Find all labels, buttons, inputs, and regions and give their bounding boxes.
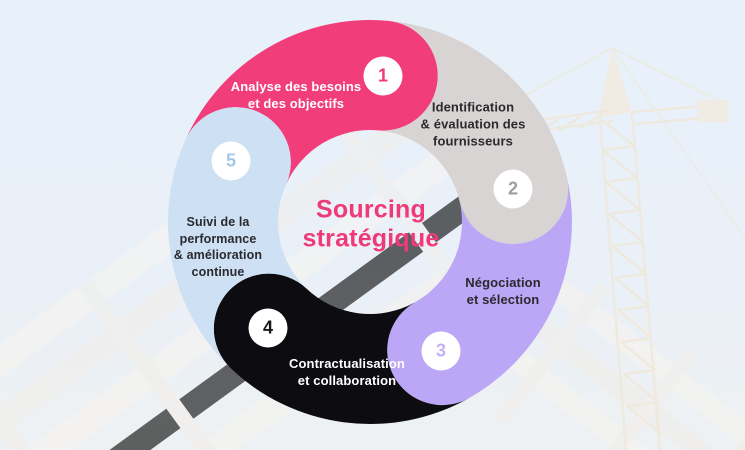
step-2-label: Identification & évaluation des fourniss… bbox=[420, 99, 526, 149]
step-3-number: 3 bbox=[435, 340, 446, 361]
step-3-label: Négociation et sélection bbox=[465, 274, 541, 307]
step-3-badge: 3 bbox=[421, 331, 461, 371]
step-4-label: Contractualisation et collaboration bbox=[289, 355, 405, 388]
step-5-badge: 5 bbox=[211, 141, 251, 181]
step-1-badge: 1 bbox=[363, 56, 403, 96]
step-2-badge: 2 bbox=[493, 169, 533, 209]
step-1-number: 1 bbox=[377, 65, 388, 86]
segment-5-shape bbox=[168, 107, 307, 368]
diagram-title: Sourcing stratégique bbox=[302, 195, 440, 253]
step-1-label: Analyse des besoins et des objectifs bbox=[230, 78, 362, 111]
step-4-badge: 4 bbox=[248, 308, 288, 348]
step-4-number: 4 bbox=[262, 317, 273, 338]
step-5-number: 5 bbox=[225, 150, 236, 171]
step-2-number: 2 bbox=[507, 178, 518, 199]
step-5-label: Suivi de la performance & amélioration c… bbox=[173, 215, 263, 279]
